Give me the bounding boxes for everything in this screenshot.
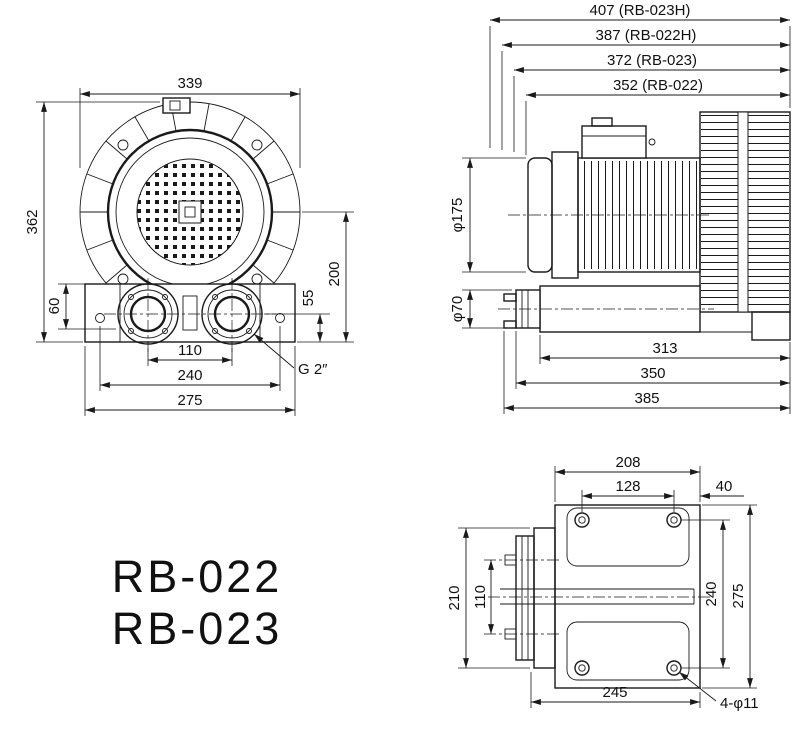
dim-front-110: 110 <box>178 342 202 359</box>
base-plate <box>84 283 296 343</box>
dim-bottom-245: 245 <box>602 684 627 701</box>
housing-bolt <box>251 139 263 151</box>
dim-port-diameter: φ70 <box>449 296 466 322</box>
model-labels: RB-022 RB-023 <box>112 551 283 654</box>
port-right <box>201 283 263 345</box>
dim-bottom-240: 240 <box>703 581 720 606</box>
dim-motor-diameter: φ175 <box>449 198 466 233</box>
model-name-2: RB-023 <box>112 603 283 654</box>
front-view: 339 362 60 55 200 110 240 275 G 2″ <box>24 75 354 416</box>
foot <box>751 311 791 341</box>
bottom-view: 208 128 40 210 110 240 275 245 4-φ11 <box>446 454 759 712</box>
dim-side-352: 352 (RB-022) <box>613 77 703 94</box>
dim-side-350: 350 <box>640 365 665 382</box>
dim-side-387: 387 (RB-022H) <box>596 27 697 44</box>
foot-hole <box>275 313 285 323</box>
dim-front-60: 60 <box>46 298 63 315</box>
dim-front-275: 275 <box>177 392 202 409</box>
label-port-thread: G 2″ <box>298 361 328 378</box>
dim-front-200: 200 <box>326 261 343 286</box>
dim-front-55: 55 <box>300 290 317 307</box>
foot-hole <box>95 313 105 323</box>
dim-side-385: 385 <box>634 390 659 407</box>
dim-bottom-208: 208 <box>615 454 640 471</box>
label-mounting-holes: 4-φ11 <box>720 695 759 712</box>
dim-bottom-40: 40 <box>716 478 733 495</box>
port-left <box>117 283 179 345</box>
housing-bolt <box>117 273 129 285</box>
mounting-holes <box>574 512 682 676</box>
dim-front-height: 362 <box>24 209 41 234</box>
side-view: 407 (RB-023H) 387 (RB-022H) 372 (RB-023)… <box>449 2 791 414</box>
terminal-box <box>581 125 647 159</box>
housing-bolt <box>251 273 263 285</box>
dim-bottom-110: 110 <box>472 585 489 609</box>
dim-side-372: 372 (RB-023) <box>607 52 697 69</box>
dim-front-width: 339 <box>177 75 202 92</box>
dim-bottom-128: 128 <box>615 478 640 495</box>
model-name-1: RB-022 <box>112 551 283 602</box>
top-lug <box>162 97 191 114</box>
dim-side-313: 313 <box>652 340 677 357</box>
dim-bottom-275: 275 <box>730 583 747 608</box>
housing-bolt <box>117 139 129 151</box>
dim-bottom-210: 210 <box>446 585 463 610</box>
base-plate-bottom <box>554 504 701 689</box>
dim-front-240: 240 <box>177 367 202 384</box>
dim-side-407: 407 (RB-023H) <box>590 2 691 19</box>
